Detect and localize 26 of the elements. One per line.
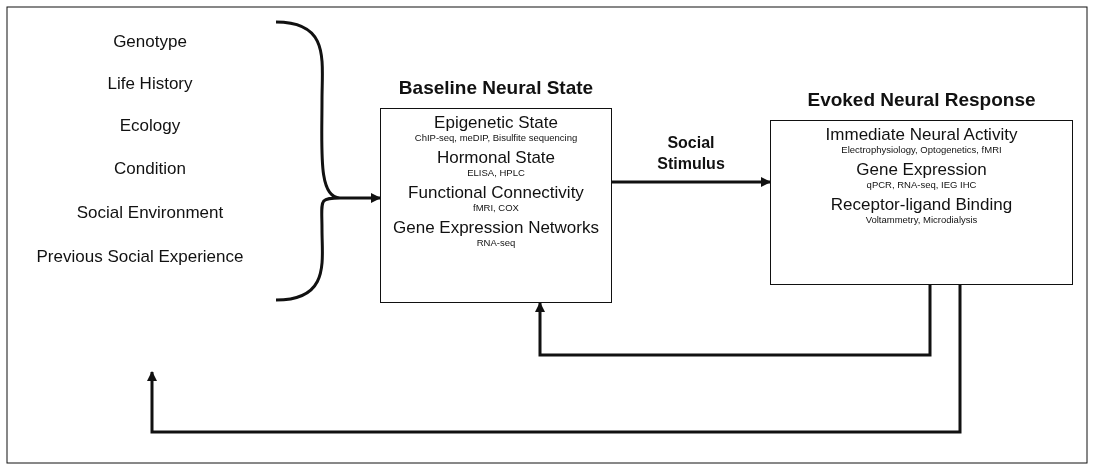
factor-label: Ecology	[119, 116, 181, 138]
factor-label: Condition	[114, 159, 186, 181]
measure-heading: Functional Connectivity	[408, 183, 584, 202]
method-list: ELISA, HPLC	[467, 167, 525, 179]
arrow	[340, 193, 381, 203]
method-list: RNA-seq	[476, 237, 516, 249]
measure-heading: Gene Expression Networks	[393, 218, 599, 237]
measure-heading: Epigenetic State	[434, 113, 558, 132]
method-list: Voltammetry, Microdialysis	[865, 214, 978, 226]
measure-heading: Hormonal State	[436, 148, 556, 167]
measure-heading: Gene Expression	[856, 160, 987, 179]
factor-label: Previous Social Experience	[36, 247, 244, 269]
arrow	[535, 285, 932, 357]
box-title: Baseline Neural State	[397, 77, 595, 99]
method-list: ChIP-seq, meDIP, Bisulfite sequencing	[414, 132, 578, 144]
measure-heading: Immediate Neural Activity	[825, 125, 1018, 144]
arrow	[147, 285, 962, 434]
arrow	[612, 177, 771, 187]
factor-label: Social Environment	[76, 203, 224, 225]
box-title: Evoked Neural Response	[806, 89, 1037, 111]
measure-heading: Receptor-ligand Binding	[830, 195, 1013, 214]
factor-label: Genotype	[113, 32, 187, 54]
method-list: fMRI, COX	[473, 202, 519, 214]
method-list: Electrophysiology, Optogenetics, fMRI	[841, 144, 1002, 156]
factor-label: Life History	[107, 74, 193, 96]
method-list: qPCR, RNA-seq, IEG IHC	[866, 179, 977, 191]
